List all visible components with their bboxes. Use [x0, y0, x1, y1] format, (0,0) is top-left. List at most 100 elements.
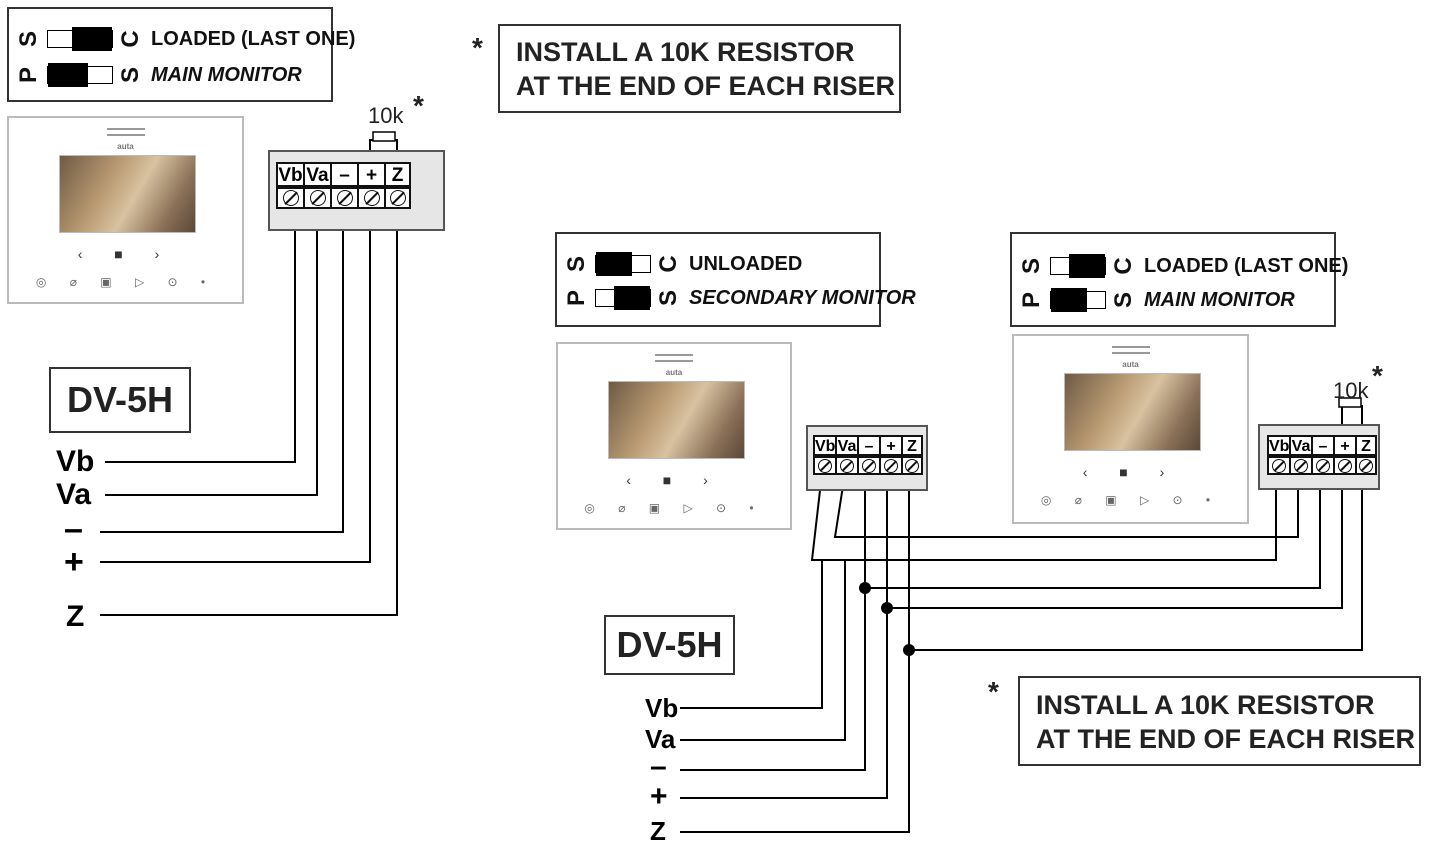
monitor-screen	[59, 155, 196, 233]
dip-switch[interactable]	[47, 63, 113, 87]
asterisk-icon: *	[988, 676, 999, 707]
note-line-2: AT THE END OF EACH RISER	[1036, 724, 1416, 754]
dip-switch[interactable]	[47, 27, 113, 51]
switch-cap-right: S	[117, 67, 144, 84]
resistor-label: 10k	[1333, 378, 1369, 403]
switch-cap-right: S	[655, 290, 682, 307]
terminal-label-vb: Vb	[813, 435, 835, 456]
wire-label-va: Va	[645, 724, 676, 754]
speaker-grille	[1111, 346, 1150, 358]
switch-row-2: P S MAIN MONITOR	[15, 61, 302, 89]
asterisk-icon: *	[472, 32, 483, 63]
switch-label: LOADED (LAST ONE)	[1144, 254, 1349, 277]
main-switch-box: S C LOADED (LAST ONE) P S MAIN MONITOR	[1010, 232, 1348, 327]
top-note-box: INSTALL A 10K RESISTOR AT THE END OF EAC…	[498, 24, 901, 113]
wire-label-minus: –	[650, 750, 667, 783]
brand-logo: auta	[665, 368, 683, 377]
switch-cap-left: S	[563, 256, 590, 273]
brand-logo: auta	[1122, 360, 1139, 369]
screw-terminal[interactable]	[384, 187, 411, 209]
wire-label-plus: +	[64, 543, 84, 581]
monitor-function-buttons[interactable]: ◎ ⌀ ▣ ▷ ⊙ •	[35, 275, 216, 289]
wire-label-plus: +	[650, 780, 668, 813]
monitor-function-buttons[interactable]: ◎ ⌀ ▣ ▷ ⊙ •	[1040, 493, 1221, 507]
switch-cap-right: C	[655, 255, 682, 273]
switch-row-1: S C LOADED (LAST ONE)	[15, 25, 356, 53]
switch-row-2: P S MAIN MONITOR	[1018, 286, 1295, 314]
junction-dot	[881, 602, 893, 614]
left-switch-box: S C LOADED (LAST ONE) P S MAIN MONITOR	[7, 7, 355, 102]
screw-terminal[interactable]	[330, 187, 357, 209]
terminal-label-va: Va	[303, 162, 330, 187]
speaker-grille	[655, 354, 693, 366]
speaker-grille	[106, 128, 145, 140]
monitor-screen	[1064, 373, 1201, 451]
resistor-label: 10k	[368, 103, 404, 128]
switch-label: SECONDARY MONITOR	[689, 286, 916, 309]
screw-terminal[interactable]	[901, 456, 923, 475]
switch-label: MAIN MONITOR	[151, 63, 302, 86]
switch-cap-right: C	[117, 30, 144, 48]
resistor-icon	[1338, 397, 1362, 408]
screw-terminal[interactable]	[1355, 456, 1377, 475]
screw-terminal[interactable]	[1333, 456, 1355, 475]
note-line-1: INSTALL A 10K RESISTOR	[1036, 690, 1375, 720]
monitor-nav-buttons[interactable]: ‹ ■ ›	[77, 246, 174, 262]
secondary-monitor: auta ‹ ■ › ◎ ⌀ ▣ ▷ ⊙ •	[556, 342, 792, 530]
terminal-label-z: Z	[901, 435, 923, 456]
terminal-label-plus: +	[879, 435, 901, 456]
terminal-label-minus: –	[1311, 435, 1333, 456]
switch-row-1: S C UNLOADED	[563, 250, 802, 278]
switch-cap-left: P	[15, 67, 42, 84]
screw-terminal[interactable]	[1267, 456, 1289, 475]
wire-label-z: Z	[66, 600, 85, 633]
terminal-label-vb: Vb	[1267, 435, 1289, 456]
monitor-screen	[608, 381, 745, 459]
dip-switch[interactable]	[595, 252, 651, 276]
terminal-label-vb: Vb	[276, 162, 303, 187]
monitor-nav-buttons[interactable]: ‹ ■ ›	[626, 472, 722, 488]
secondary-switch-box: S C UNLOADED P S SECONDARY MONITOR	[555, 232, 916, 327]
wire-label-minus: –	[64, 510, 83, 548]
screw-terminal[interactable]	[1311, 456, 1333, 475]
main-terminal-block: Vb Va – + Z	[1258, 424, 1380, 490]
terminal-label-va: Va	[1289, 435, 1311, 456]
terminal-label-minus: –	[857, 435, 879, 456]
asterisk-icon: *	[413, 90, 424, 121]
switch-row-1: S C LOADED (LAST ONE)	[1018, 252, 1349, 280]
left-monitor: auta ‹ ■ › ◎ ⌀ ▣ ▷ ⊙ •	[7, 116, 244, 304]
note-line-1: INSTALL A 10K RESISTOR	[516, 37, 855, 67]
switch-cap-right: C	[1110, 257, 1137, 275]
dip-switch[interactable]	[595, 286, 651, 310]
switch-label: MAIN MONITOR	[1144, 288, 1295, 311]
screw-terminal[interactable]	[357, 187, 384, 209]
wire-label-z: Z	[650, 816, 666, 846]
dip-switch[interactable]	[1050, 288, 1106, 312]
wire-label-va: Va	[56, 478, 92, 511]
screw-terminal[interactable]	[857, 456, 879, 475]
screw-terminal[interactable]	[1289, 456, 1311, 475]
bottom-dv5h-label: DV-5H	[604, 615, 735, 675]
dip-switch[interactable]	[1050, 254, 1106, 278]
screw-terminal[interactable]	[813, 456, 835, 475]
terminal-label-z: Z	[384, 162, 411, 187]
terminal-label-minus: –	[330, 162, 357, 187]
terminal-label-plus: +	[357, 162, 384, 187]
left-terminal-block: Vb Va – + Z	[268, 150, 445, 231]
switch-row-2: P S SECONDARY MONITOR	[563, 284, 916, 312]
monitor-nav-buttons[interactable]: ‹ ■ ›	[1082, 464, 1179, 480]
switch-cap-left: S	[15, 31, 42, 48]
main-monitor: auta ‹ ■ › ◎ ⌀ ▣ ▷ ⊙ •	[1012, 334, 1249, 524]
wire-label-vb: Vb	[645, 693, 679, 723]
screw-terminal[interactable]	[303, 187, 330, 209]
bottom-note-box: INSTALL A 10K RESISTOR AT THE END OF EAC…	[1018, 676, 1421, 766]
switch-cap-left: S	[1018, 258, 1045, 275]
resistor-icon	[372, 131, 396, 142]
screw-terminal[interactable]	[276, 187, 303, 209]
monitor-function-buttons[interactable]: ◎ ⌀ ▣ ▷ ⊙ •	[584, 501, 764, 515]
asterisk-icon: *	[1372, 360, 1383, 391]
junction-dot	[903, 644, 915, 656]
screw-terminal[interactable]	[879, 456, 901, 475]
screw-terminal[interactable]	[835, 456, 857, 475]
switch-label: LOADED (LAST ONE)	[151, 27, 356, 50]
